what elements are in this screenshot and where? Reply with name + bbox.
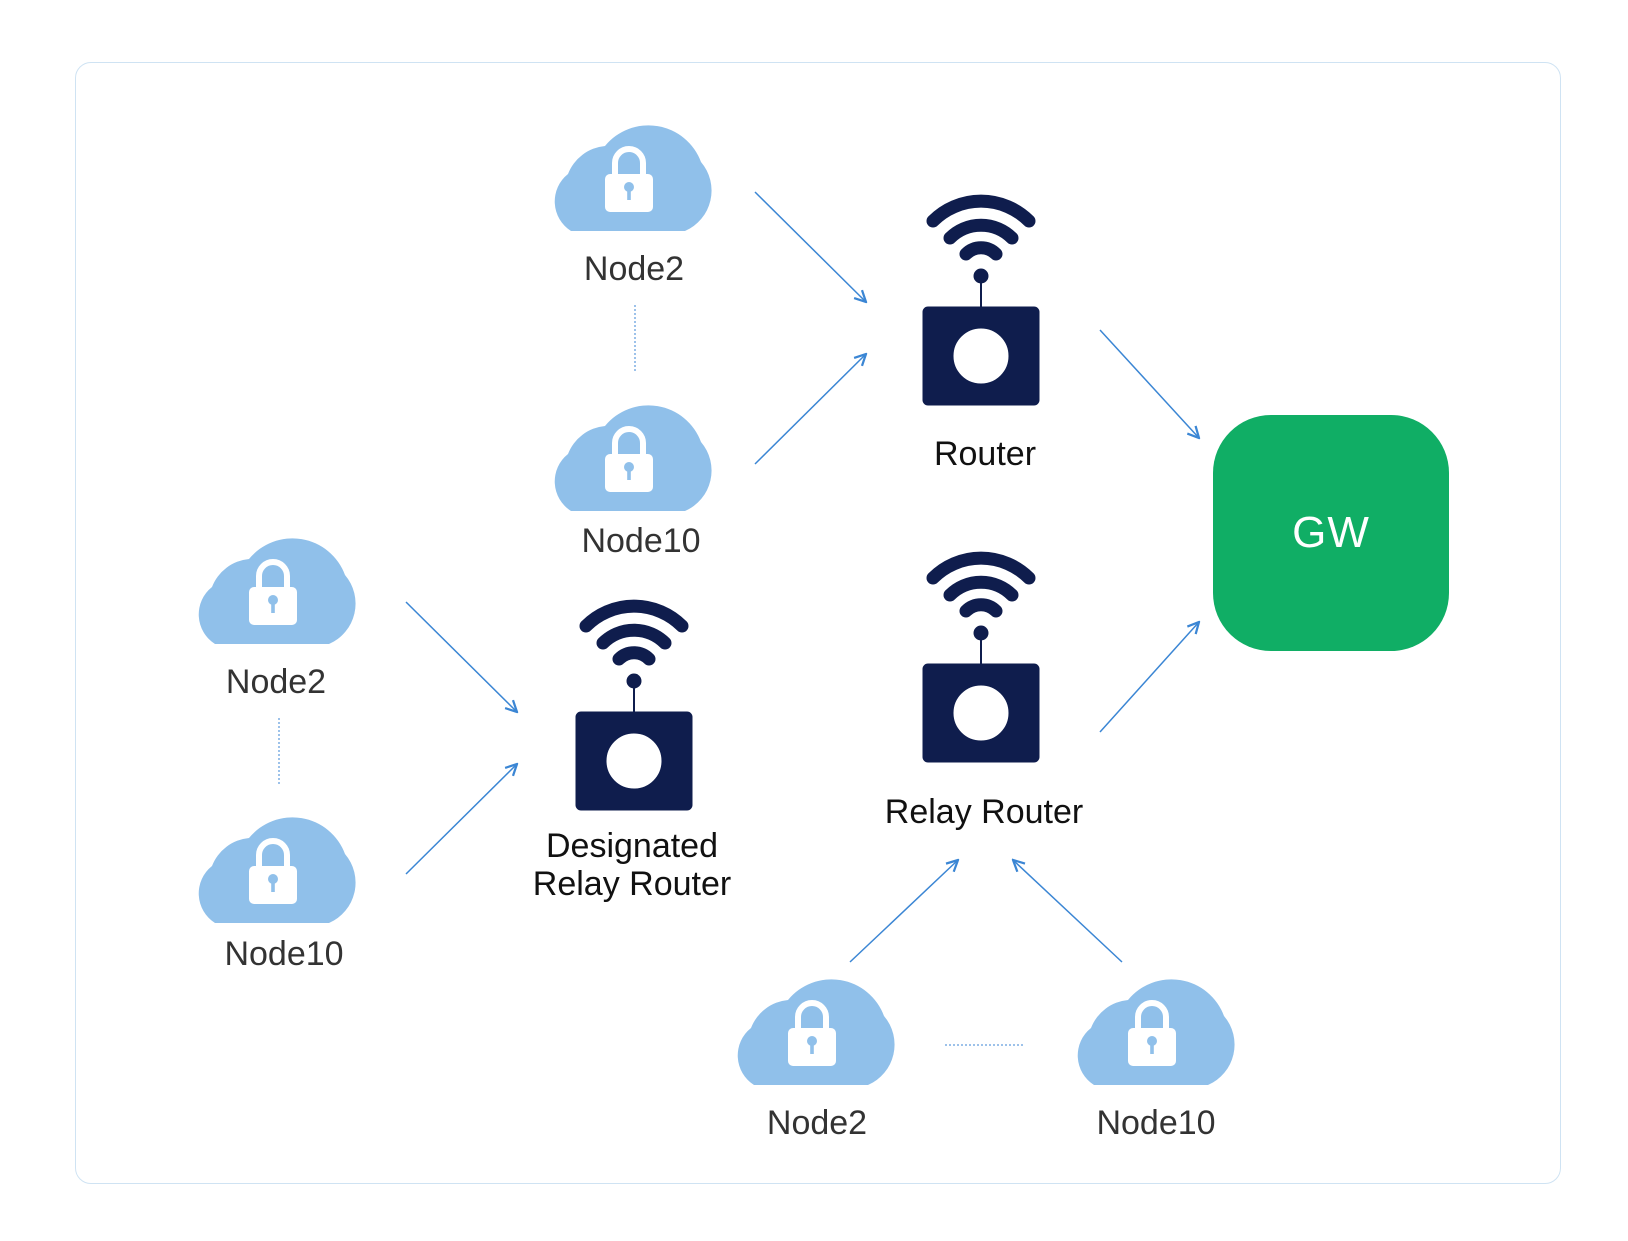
arrow-router-to-gw	[1099, 329, 1199, 438]
locked-cloud-icon	[555, 405, 712, 511]
wifi-router-icon	[923, 558, 1039, 762]
arrow-bottom-node2-to-relay	[849, 860, 958, 963]
wifi-router-icon	[576, 606, 692, 810]
arrow-bottom-node10-to-relay	[1013, 860, 1123, 963]
arrow-left-node2-to-designated	[405, 601, 517, 712]
node-label-top-node10: Node10	[581, 522, 701, 560]
node-label-bottom-node10: Node10	[1096, 1104, 1216, 1142]
node-label-left-node2: Node2	[225, 663, 327, 701]
gateway-label: GW	[1292, 508, 1370, 557]
locked-cloud-icon	[199, 817, 356, 923]
designated-relay-router-label-line2: Relay Router	[532, 865, 732, 903]
arrow-top-node2-to-router	[754, 191, 866, 302]
arrow-top-node10-to-router	[754, 354, 866, 465]
locked-cloud-icon	[738, 979, 895, 1085]
arrow-relay-router-to-gw	[1099, 622, 1199, 733]
wifi-router-icon	[923, 201, 1039, 405]
diagram-frame	[75, 62, 1561, 1184]
node-label-bottom-node2: Node2	[766, 1104, 868, 1142]
locked-cloud-icon	[199, 538, 356, 644]
relay-router-label: Relay Router	[884, 793, 1084, 831]
router-label: Router	[933, 435, 1037, 473]
designated-relay-router-label-line1: Designated	[545, 827, 719, 865]
connection-arrows	[405, 191, 1199, 963]
node-label-left-node10: Node10	[224, 935, 344, 973]
node-pair-links	[278, 305, 1025, 1046]
locked-cloud-icon	[1078, 979, 1235, 1085]
gateway-box: GW	[1213, 415, 1449, 651]
node-label-top-node2: Node2	[583, 250, 685, 288]
arrow-left-node10-to-designated	[405, 764, 517, 875]
locked-cloud-icon	[555, 125, 712, 231]
